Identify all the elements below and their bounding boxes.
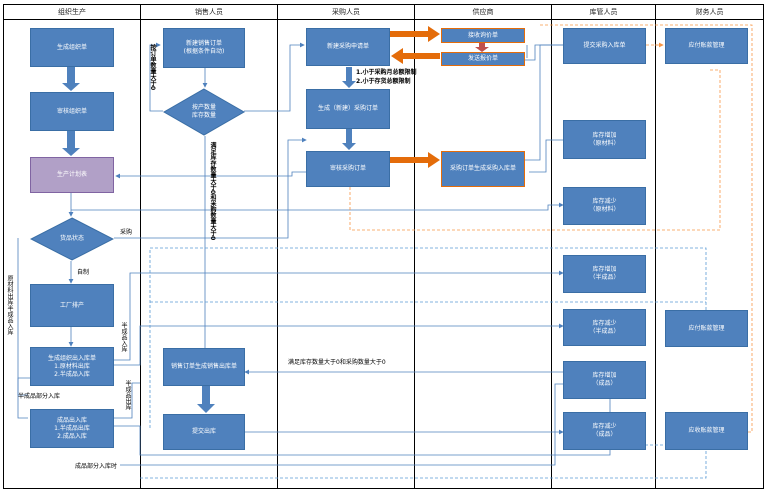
lane-header-purchase: 采购人员 [332, 8, 360, 16]
box-stock-dec-semi[interactable]: 库存减少 （半成品） [563, 309, 646, 346]
label-selfmade: 自制 [77, 269, 90, 276]
diamond-item-status[interactable]: 货品状态 [30, 217, 114, 261]
label-semi-in-vertical: 半成品入库 [120, 322, 127, 352]
main-flow-arrows [62, 67, 356, 413]
box-create-org-order[interactable]: 生成组织单 [30, 28, 114, 67]
label-semi-part-in: 半成品部分入库 [18, 393, 61, 400]
label-qty-gt0: 按订单数量大于0 [149, 44, 156, 91]
box-sales-out-order[interactable]: 销售订单生成销售出库单 [163, 348, 245, 386]
box-new-purchase-request[interactable]: 新建采购申请单 [306, 28, 390, 66]
swimlane-grid [3, 4, 764, 489]
box-stock-inc-fin[interactable]: 库存增加 （成品） [563, 361, 646, 399]
box-stock-inc-raw[interactable]: 库存增加 （原材料） [563, 120, 646, 159]
box-new-sales-order[interactable]: 新建销售订单 (根据条件自动) [163, 28, 245, 68]
box-send-quote[interactable]: 发送报价单 [441, 52, 525, 66]
lane-header-finance: 财务人员 [695, 8, 724, 16]
box-org-io-order[interactable]: 生成组织出入库单 1.原材料出库 2.半成品入库 [30, 347, 114, 386]
box-production-plan[interactable]: 生产计划表 [30, 157, 114, 193]
box-submit-purchase-in[interactable]: 提交采购入库单 [563, 28, 646, 64]
label-raw-out-semi-in: 原材料出库半成品入库 [6, 275, 13, 335]
label-meet-stock: 满足库存数量大于0和采购数量大于0 [288, 359, 386, 366]
label-meet-condition-vertical: 满足库存数量大于0和采购数量大于0 [209, 142, 216, 241]
label-purchase: 采购 [120, 229, 133, 236]
box-factory-schedule[interactable]: 工厂排产 [30, 284, 114, 327]
label-semi-out-vertical: 半成品出库 [124, 380, 131, 410]
box-review-org-order[interactable]: 审核组织单 [30, 92, 114, 131]
lane-header-supplier: 供应商 [472, 8, 494, 16]
box-stock-dec-raw[interactable]: 库存减少 （原材料） [563, 187, 646, 225]
diamond-qty-check-label: 按产数量 库存数量 [191, 104, 216, 119]
box-ap-mgmt-2[interactable]: 应付账款管理 [665, 310, 748, 347]
box-product-in[interactable]: 成品出入库 1.半成品出库 2.成品入库 [30, 409, 114, 448]
diamond-qty-check[interactable]: 按产数量 库存数量 [163, 88, 245, 136]
label-purchase-note-1: 1.小于采购月总额限制 [356, 69, 417, 76]
box-receive-inquiry[interactable]: 接收询价单 [441, 28, 525, 43]
supplier-arrows [390, 26, 489, 168]
label-fin-part-in: 成品部分入库时 [75, 463, 118, 470]
lane-header-production: 组织生产 [58, 8, 86, 16]
box-purchase-in-order[interactable]: 采购订单生成采购入库单 [441, 151, 525, 187]
box-ar-mgmt[interactable]: 应收账款管理 [665, 412, 748, 450]
box-stock-inc-semi[interactable]: 库存增加 （半成品） [563, 255, 646, 293]
label-purchase-note-2: 2.小于存货总额限制 [356, 78, 411, 85]
box-gen-purchase-order[interactable]: 生成（新建）采购订单 [306, 89, 390, 129]
lane-header-sales: 销售人员 [195, 8, 223, 16]
box-review-purchase-order[interactable]: 审核采购订单 [306, 151, 390, 187]
diamond-item-status-label: 货品状态 [59, 235, 84, 242]
box-stock-dec-fin[interactable]: 库存减少 （成品） [563, 412, 646, 450]
box-submit-out[interactable]: 提交出库 [163, 414, 245, 450]
box-ap-mgmt-1[interactable]: 应付账款管理 [665, 28, 748, 64]
lane-header-warehouse: 库管人员 [589, 8, 618, 16]
